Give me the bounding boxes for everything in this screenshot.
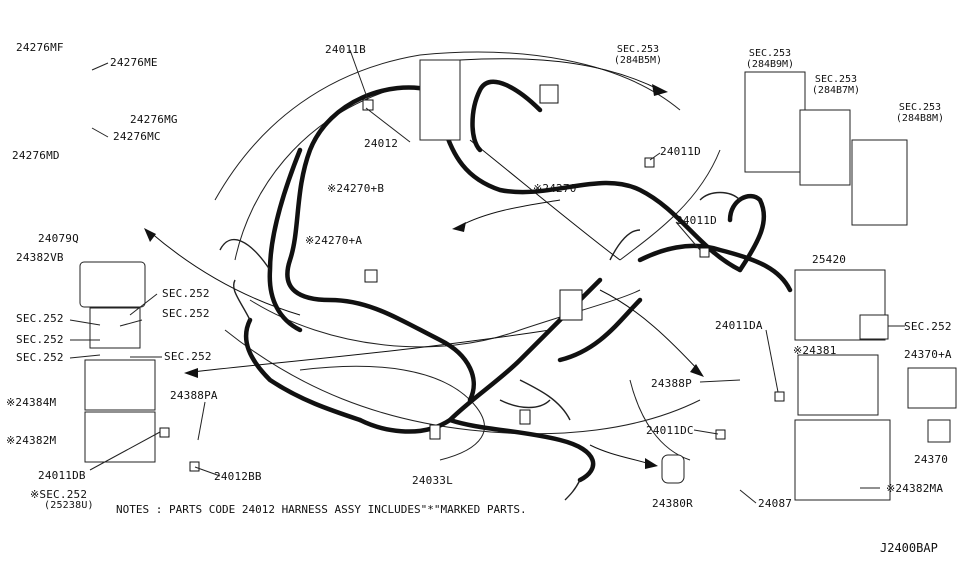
part-label-24011dc: 24011DC — [646, 424, 694, 437]
direction-arrows — [149, 58, 701, 465]
diagram-id: J2400BAP — [880, 541, 938, 555]
part-label-24087: 24087 — [758, 497, 793, 510]
section-label-sec252: SEC.252 — [16, 312, 64, 325]
section-label-sec252-25238u: ※SEC.252 — [30, 488, 88, 501]
part-label-24370a: 24370+A — [904, 348, 952, 361]
part-label-24011da: 24011DA — [715, 319, 763, 332]
part-label-24270: ※24270 — [533, 182, 577, 195]
part-label-24381: ※24381 — [793, 344, 837, 357]
part-label-24011d-mid: 24011D — [676, 214, 717, 227]
section-label-sec253: SEC.253 — [814, 74, 858, 85]
part-label-24012bb: 24012BB — [214, 470, 262, 483]
arrow-heads — [144, 84, 704, 469]
section-sub-284b8m: (284B8M) — [895, 113, 945, 124]
part-label-24270a: ※24270+A — [305, 234, 363, 247]
part-label-24012: 24012 — [364, 137, 399, 150]
section-label-sec252: SEC.252 — [16, 333, 64, 346]
part-label-24388p: 24388P — [651, 377, 692, 390]
part-label-24276mg: 24276MG — [130, 113, 178, 126]
part-label-24276mc: 24276MC — [113, 130, 161, 143]
part-label-24382vb: 24382VB — [16, 251, 64, 264]
part-label-24079q: 24079Q — [38, 232, 79, 245]
part-label-25420: 25420 — [812, 253, 847, 266]
component-shapes — [79, 59, 957, 501]
part-label-24384m: ※24384M — [6, 396, 57, 409]
section-label-sec253: SEC.253 — [898, 102, 942, 113]
part-label-24011db: 24011DB — [38, 469, 86, 482]
main-harness — [243, 79, 793, 483]
section-label-sec253: SEC.253 — [748, 48, 792, 59]
part-label-24370: 24370 — [914, 453, 949, 466]
section-sub-284b7m: (284B7M) — [811, 85, 861, 96]
section-label-sec253: SEC.253 — [616, 44, 660, 55]
leader-lines — [69, 49, 905, 504]
section-label-sec252: SEC.252 — [904, 320, 952, 333]
section-label-sec252: SEC.252 — [16, 351, 64, 364]
part-label-24382ma: ※24382MA — [886, 482, 944, 495]
section-label-sec252: SEC.252 — [164, 350, 212, 363]
connectors — [159, 84, 785, 472]
part-label-24276md: 24276MD — [12, 149, 60, 162]
part-label-24011d-top: 24011D — [660, 145, 701, 158]
part-label-24388pa: 24388PA — [170, 389, 218, 402]
part-label-24270b: ※24270+B — [327, 182, 385, 195]
section-sub-284b9m: (284B9M) — [745, 59, 795, 70]
part-label-24033l: 24033L — [412, 474, 453, 487]
harness-branches — [219, 191, 741, 501]
part-label-24382m: ※24382M — [6, 434, 57, 447]
part-label-24276me: 24276ME — [110, 56, 158, 69]
section-sub-284b5m: (284B5M) — [613, 55, 663, 66]
part-label-24011b: 24011B — [325, 43, 366, 56]
section-sub-25238u: (25238U) — [44, 500, 94, 511]
part-label-24380r: 24380R — [652, 497, 693, 510]
section-label-sec252: SEC.252 — [162, 307, 210, 320]
section-label-sec252: SEC.252 — [162, 287, 210, 300]
part-label-24276mf: 24276MF — [16, 41, 64, 54]
notes-text: NOTES : PARTS CODE 24012 HARNESS ASSY IN… — [116, 503, 527, 516]
